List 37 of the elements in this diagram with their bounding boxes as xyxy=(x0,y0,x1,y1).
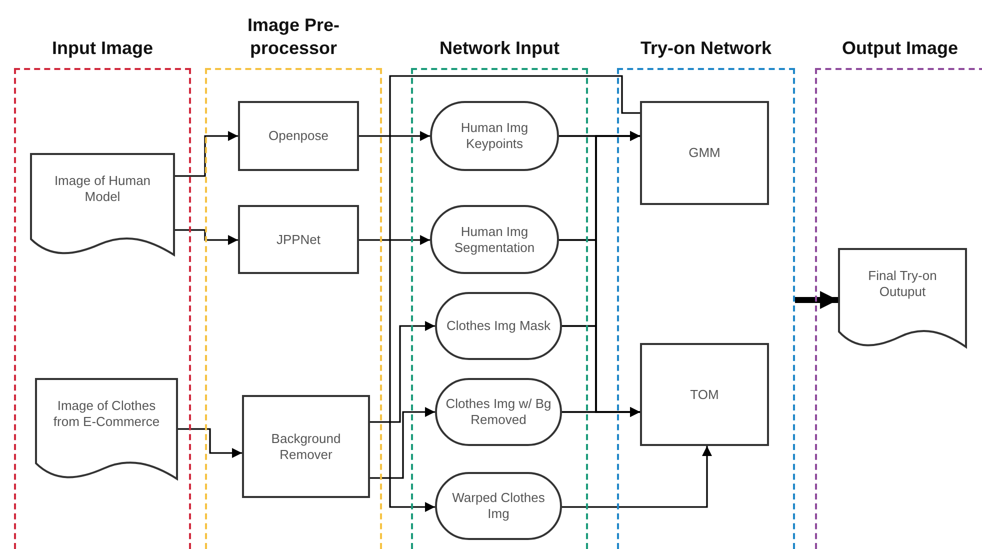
process-box xyxy=(238,101,359,171)
node-label: Image of Clothes from E-Commerce xyxy=(52,398,161,430)
process-box xyxy=(238,205,359,274)
node-label: TOM xyxy=(689,386,720,402)
arrow xyxy=(389,75,640,512)
document-shape xyxy=(35,378,178,482)
arrow xyxy=(370,407,435,479)
arrow xyxy=(175,229,238,245)
node-label: Human Img Segmentation xyxy=(453,224,536,256)
arrow xyxy=(370,321,435,423)
column-heading: Network Input xyxy=(438,37,560,60)
node-label: Background Remover xyxy=(270,430,342,462)
node-label: Openpose xyxy=(268,128,330,144)
arrow xyxy=(359,131,430,141)
process-box xyxy=(640,343,769,446)
thick-arrow xyxy=(795,291,838,309)
process-box xyxy=(640,101,769,205)
node-label: Warped Clothes Img xyxy=(451,490,546,522)
document-shape xyxy=(838,248,967,350)
node-label: JPPNet xyxy=(275,232,322,248)
node-label: Human Img Keypoints xyxy=(460,120,530,152)
node-label: Clothes Img w/ Bg Removed xyxy=(444,396,552,428)
node-label: Image of Human Model xyxy=(53,173,152,205)
arrow xyxy=(175,131,238,177)
arrow xyxy=(359,235,430,245)
node-label: Clothes Img Mask xyxy=(445,318,552,334)
arrow xyxy=(562,407,640,417)
arrow xyxy=(562,446,712,508)
column-heading: Try-on Network xyxy=(639,37,773,60)
column-heading: Output Image xyxy=(841,37,959,60)
column-heading: Image Pre-processor xyxy=(246,14,341,60)
process-box xyxy=(242,395,370,498)
node-label: Final Try-on Outuput xyxy=(867,268,938,300)
document-shape xyxy=(30,153,175,258)
arrow xyxy=(178,428,242,458)
node-label: GMM xyxy=(688,145,722,161)
column-heading: Input Image xyxy=(50,37,154,60)
